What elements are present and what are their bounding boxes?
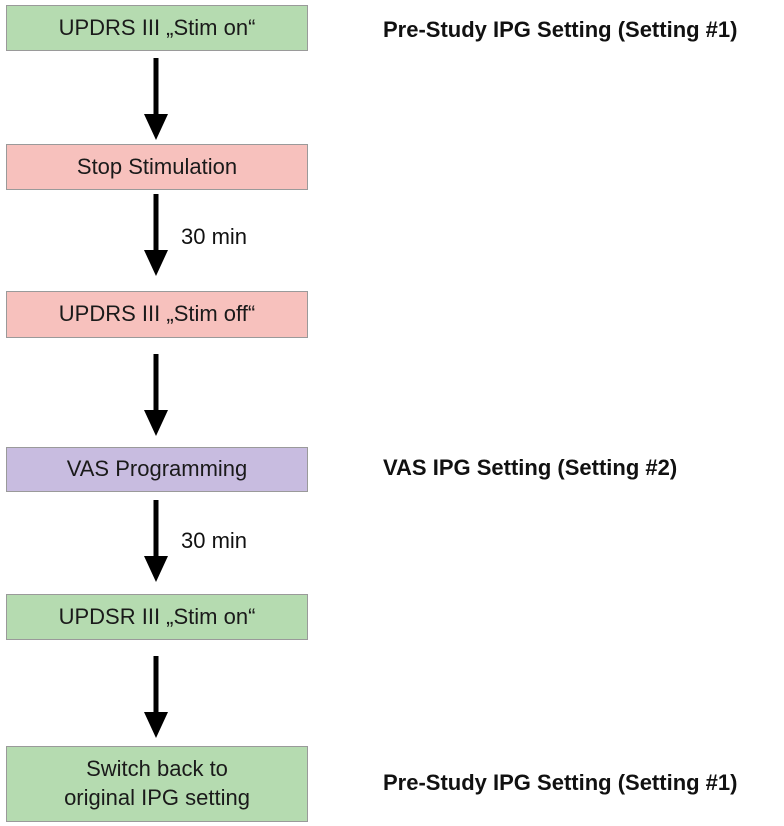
step-updsr-stim-on: UPDSR III „Stim on“: [6, 594, 308, 640]
step-vas-programming: VAS Programming: [6, 447, 308, 492]
step-updrs-stim-on: UPDRS III „Stim on“: [6, 5, 308, 51]
side-label-pre-study-2: Pre-Study IPG Setting (Setting #1): [383, 770, 738, 795]
duration-label-2: 30 min: [181, 528, 248, 553]
arrow-4: [144, 500, 168, 582]
arrow-3: [144, 354, 168, 436]
duration-label-1: 30 min: [181, 224, 248, 249]
side-label-vas: VAS IPG Setting (Setting #2): [383, 455, 678, 480]
arrow-5: [144, 656, 168, 738]
side-label-pre-study-1: Pre-Study IPG Setting (Setting #1): [383, 17, 738, 42]
step-stop-stimulation: Stop Stimulation: [6, 144, 308, 190]
step-updrs-stim-off: UPDRS III „Stim off“: [6, 291, 308, 338]
arrow-1: [144, 58, 168, 140]
arrow-2: [144, 194, 168, 276]
step-switch-back: Switch back to original IPG setting: [6, 746, 308, 822]
